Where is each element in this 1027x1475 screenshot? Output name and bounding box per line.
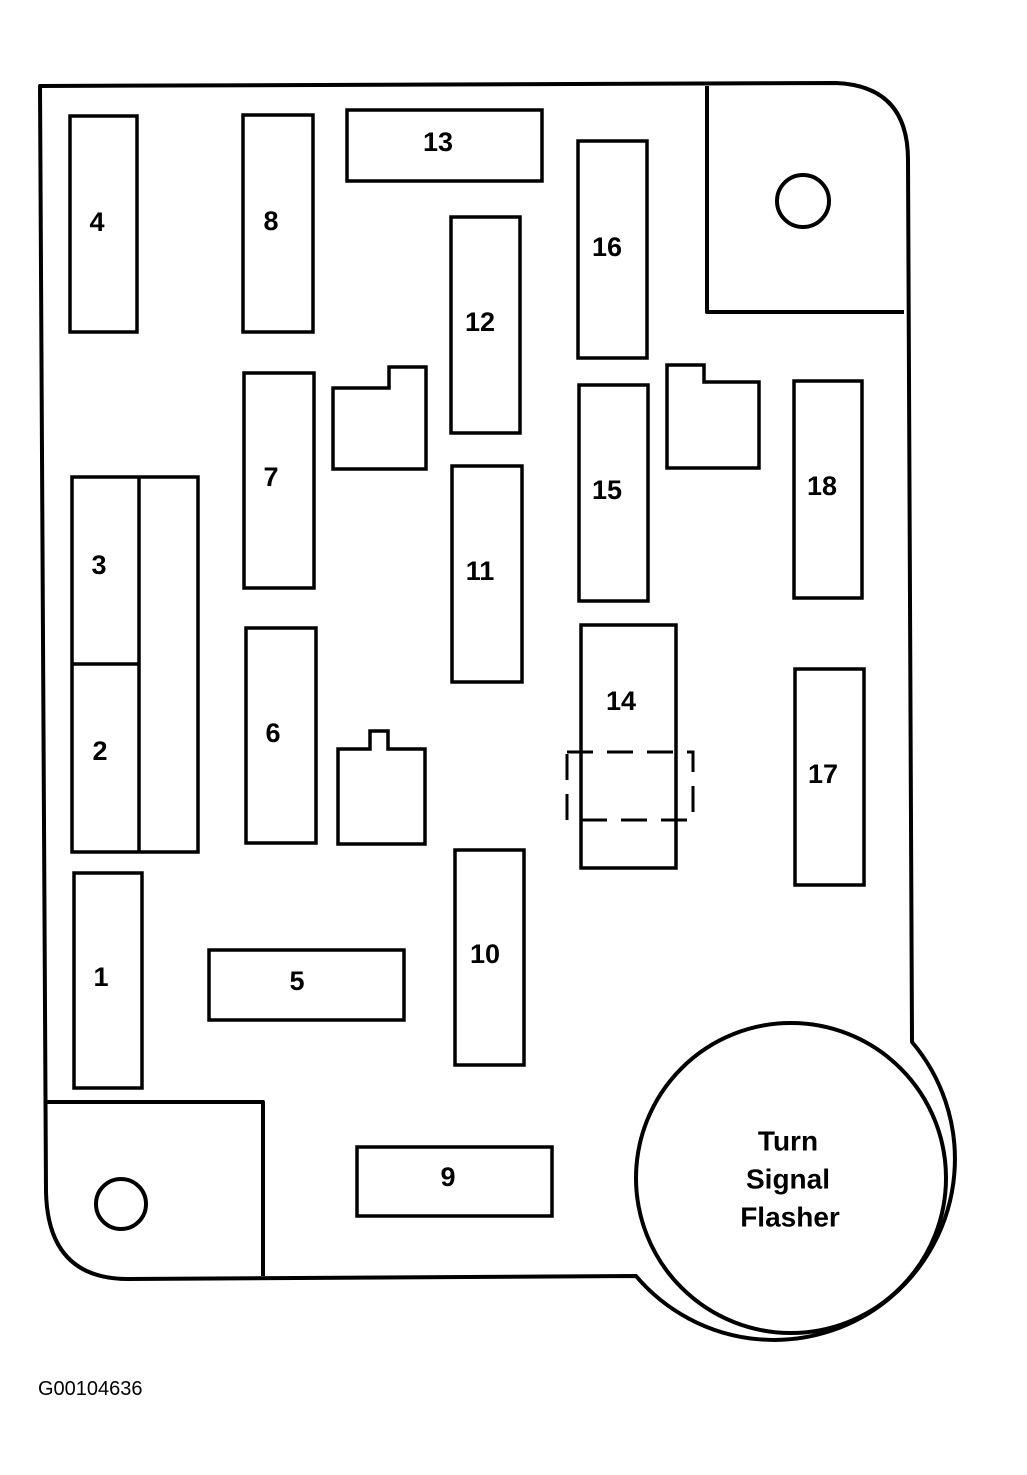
fuse-15-label: 15 — [592, 475, 622, 505]
fuse-16 — [576, 139, 649, 360]
fuse-18 — [792, 379, 864, 600]
top-right-mount-hole — [775, 173, 831, 229]
flasher-label-line2: Signal — [746, 1164, 830, 1195]
fuse-1-label: 1 — [93, 962, 108, 992]
fuse-4-label: 4 — [89, 207, 104, 237]
fuse-14-alt-position — [565, 750, 695, 822]
figure-code: G00104636 — [38, 1378, 143, 1400]
fuse-9 — [355, 1145, 554, 1218]
fuse-10 — [453, 848, 526, 1067]
fuse-3-label: 3 — [91, 550, 106, 580]
flasher-label-line1: Turn — [758, 1126, 818, 1157]
fuse-4 — [68, 114, 139, 334]
fuse-16-label: 16 — [592, 232, 622, 262]
fuse-17-label: 17 — [808, 759, 838, 789]
relay-socket-upper-left — [331, 365, 428, 471]
fuse-6-label: 6 — [265, 718, 280, 748]
relay-socket-lower — [336, 729, 427, 846]
fuse-12 — [449, 215, 522, 435]
bottom-left-mount-hole — [94, 1177, 148, 1231]
fuse-7 — [242, 371, 316, 590]
fuse-2-label: 2 — [92, 736, 107, 766]
fuse-13 — [345, 108, 544, 183]
fuse-14-label: 14 — [606, 686, 636, 716]
fuse-8 — [241, 113, 315, 334]
fuse-1 — [72, 871, 144, 1090]
fuse-11 — [450, 464, 524, 684]
fuse-13-label: 13 — [423, 127, 453, 157]
fuse-10-label: 10 — [470, 939, 500, 969]
fuse-8-label: 8 — [263, 206, 278, 236]
top-right-mount-corner — [705, 86, 904, 314]
fuse-6 — [244, 626, 318, 845]
turn-signal-flasher — [634, 1021, 948, 1335]
fuse-15 — [577, 383, 650, 603]
fuse-12-label: 12 — [465, 307, 495, 337]
relay-socket-upper-right — [665, 363, 761, 470]
fuse-17 — [793, 667, 866, 887]
bottom-left-mount-corner — [46, 1100, 265, 1276]
fuse-5 — [207, 948, 406, 1022]
flasher-label-line3: Flasher — [740, 1202, 840, 1233]
fuse-5-label: 5 — [289, 966, 304, 996]
fuse-11-label: 11 — [466, 556, 495, 586]
fuse-7-label: 7 — [263, 462, 278, 492]
fuse-9-label: 9 — [440, 1162, 455, 1192]
fuse-14 — [579, 623, 678, 870]
fuse-18-label: 18 — [807, 471, 837, 501]
